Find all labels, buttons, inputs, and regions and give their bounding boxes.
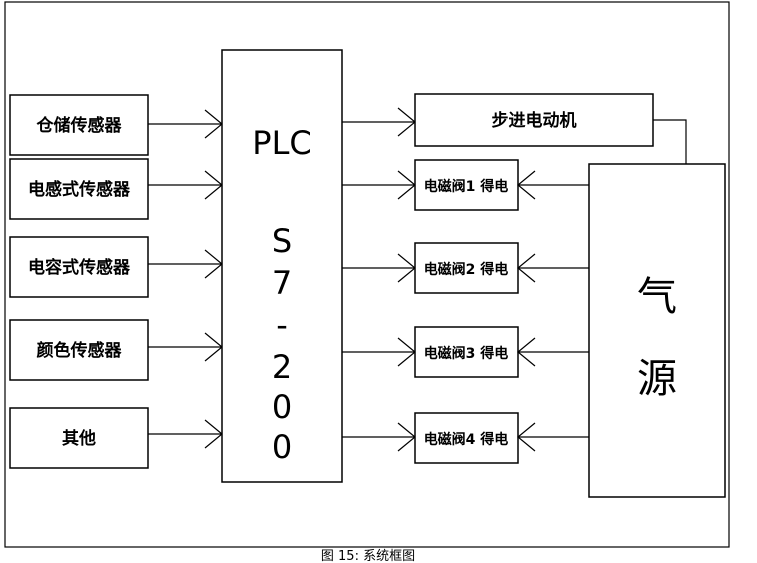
plc-model-char: 0 [272,428,292,466]
arrow-head [517,253,536,283]
input-box-other: 其他 [9,407,149,469]
arrow-head [517,170,536,200]
input-label: 仓储传感器 [36,115,123,136]
plc-model-char: 2 [272,348,292,386]
plc-model-char: 7 [272,264,292,302]
valve-label: 电磁阀2 得电 [424,261,509,278]
input-label: 其他 [62,428,96,449]
solenoid-valve-1-box: 电磁阀1 得电 [414,159,519,211]
diagram-frame [4,1,730,548]
arrow-head [517,337,536,367]
plc-model-char: - [276,306,288,344]
input-label: 颜色传感器 [37,340,123,361]
plc-model-char: 0 [272,388,292,426]
plc-model-char: S [272,222,292,260]
arrow-head [517,422,536,452]
input-label: 电感式传感器 [28,179,131,200]
input-box-inductive-sensor: 电感式传感器 [9,158,149,220]
plc-block: PLC S 7 - 2 0 0 [221,49,343,483]
figure-caption: 图 15: 系统框图 [321,549,415,563]
input-label: 电容式传感器 [28,257,131,278]
stepper-motor-box: 步进电动机 [414,93,654,147]
input-arrows [148,109,223,449]
input-box-storage-sensor: 仓储传感器 [9,94,149,156]
motor-label: 步进电动机 [492,110,577,131]
input-box-capacitive-sensor: 电容式传感器 [9,236,149,298]
valve-label: 电磁阀1 得电 [424,178,509,195]
output-arrows [342,107,416,452]
input-box-color-sensor: 颜色传感器 [9,319,149,381]
air-source-char: 源 [637,356,677,402]
valve-label: 电磁阀3 得电 [424,345,509,362]
solenoid-valve-2-box: 电磁阀2 得电 [414,242,519,294]
air-source-char: 气 [637,274,677,320]
solenoid-valve-4-box: 电磁阀4 得电 [414,412,519,464]
valve-label: 电磁阀4 得电 [424,431,509,448]
solenoid-valve-3-box: 电磁阀3 得电 [414,326,519,378]
air-supply-arrows [517,170,589,452]
motor-air-connector [653,119,687,164]
plc-title: PLC [252,124,311,162]
air-source-box: 气 源 [588,163,726,498]
